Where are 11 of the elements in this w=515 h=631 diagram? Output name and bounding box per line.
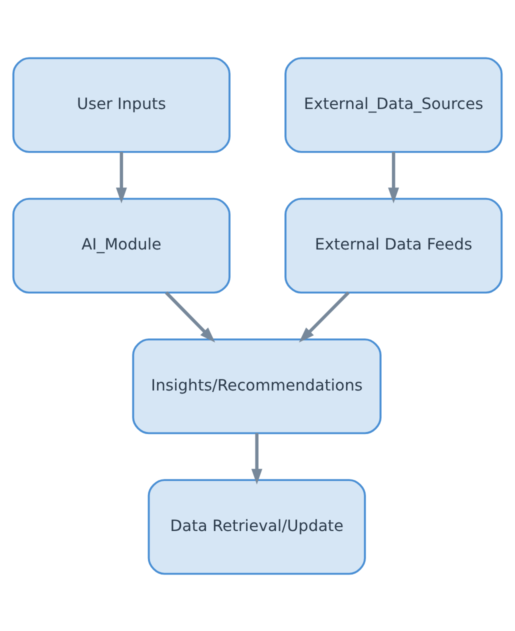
node-box: User Inputs [12,56,230,152]
arrow [251,432,262,484]
node-box: Insights/Recommendations [132,338,382,434]
arrow [388,151,400,203]
node-box: Data Retrieval/Update [148,478,366,574]
node-box: External Data Feeds [284,197,503,294]
node-box: AI_Module [12,197,230,294]
arrow [116,151,127,203]
node-box: External_Data_Sources [284,56,503,152]
arrow [298,290,350,342]
arrow [165,290,216,342]
